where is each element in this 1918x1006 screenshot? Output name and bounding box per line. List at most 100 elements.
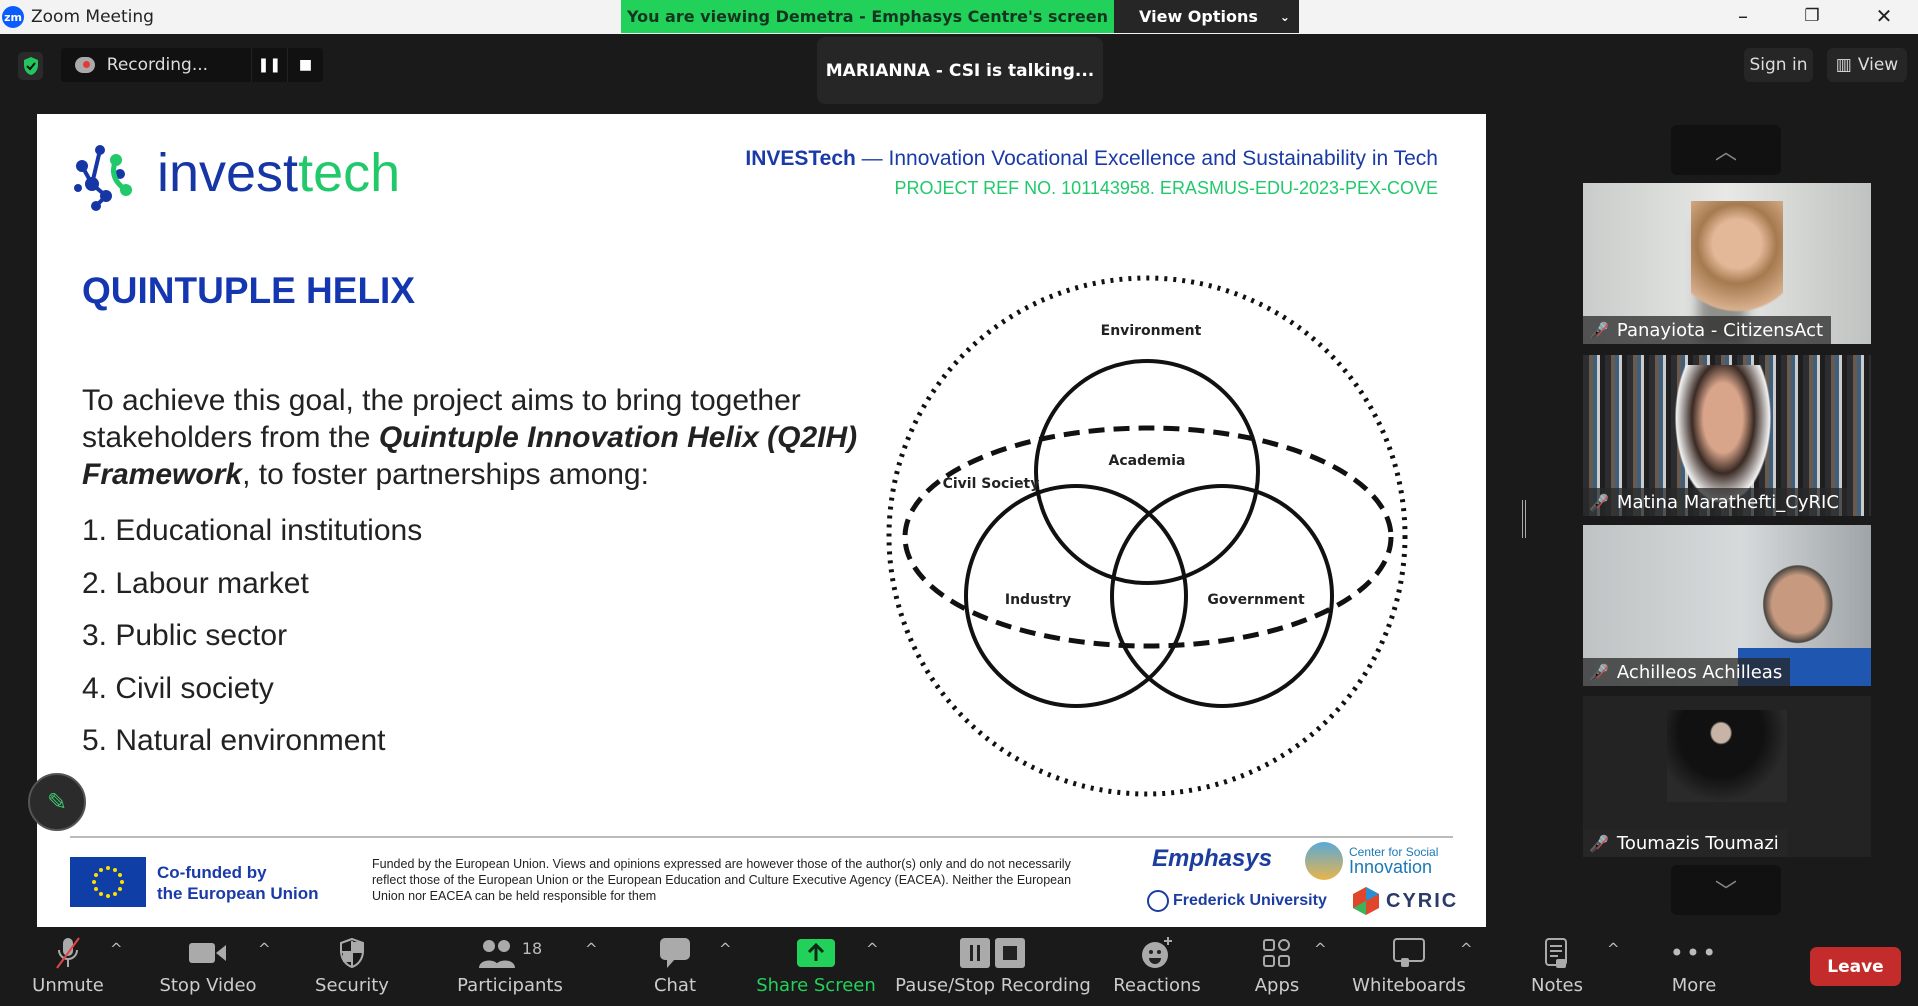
more-dots-icon: ••• bbox=[1669, 939, 1719, 967]
more-button[interactable]: ••• More bbox=[1619, 935, 1769, 996]
view-button[interactable]: ▥View bbox=[1827, 48, 1907, 82]
close-icon[interactable]: ✕ bbox=[1875, 4, 1893, 28]
apps-options-caret[interactable]: ^ bbox=[1314, 940, 1327, 958]
pencil-icon: ✎ bbox=[46, 788, 68, 816]
csi-line-2: Innovation bbox=[1349, 857, 1433, 877]
share-screen-label: Share Screen bbox=[756, 975, 876, 996]
label-civil-society: Civil Society bbox=[943, 476, 1040, 492]
government-circle bbox=[1110, 484, 1334, 708]
project-header: INVESTech — Innovation Vocational Excell… bbox=[745, 147, 1438, 171]
scroll-down-button[interactable]: ﹀ bbox=[1671, 865, 1781, 915]
list-item: 4. Civil society bbox=[82, 671, 274, 705]
notes-button[interactable]: Notes bbox=[1482, 935, 1632, 996]
unmute-button[interactable]: Unmute bbox=[0, 935, 143, 996]
chat-options-caret[interactable]: ^ bbox=[719, 940, 732, 958]
stop-recording-button[interactable]: ■ bbox=[286, 48, 323, 82]
mic-muted-icon: 🎤̸ bbox=[1589, 662, 1609, 682]
video-camera-icon bbox=[189, 935, 227, 971]
screen-share-banner: You are viewing Demetra - Emphasys Centr… bbox=[621, 0, 1114, 33]
pause-recording-button[interactable]: ❚❚ bbox=[250, 48, 287, 82]
share-options-caret[interactable]: ^ bbox=[866, 940, 879, 958]
reactions-label: Reactions bbox=[1113, 975, 1201, 996]
para-emphasis: Quintuple Innovation Helix (Q2IH) Framew… bbox=[82, 421, 858, 491]
restore-icon[interactable]: ❐ bbox=[1804, 6, 1820, 26]
audio-options-caret[interactable]: ^ bbox=[110, 940, 123, 958]
apps-button[interactable]: Apps bbox=[1202, 935, 1352, 996]
window-title: Zoom Meeting bbox=[31, 7, 154, 27]
share-screen-icon bbox=[797, 935, 835, 971]
notes-options-caret[interactable]: ^ bbox=[1607, 940, 1620, 958]
mic-muted-icon: 🎤̸ bbox=[1589, 833, 1609, 853]
project-fullname: — Innovation Vocational Excellence and S… bbox=[855, 147, 1438, 170]
academia-circle bbox=[1034, 359, 1260, 585]
reactions-emoji-icon bbox=[1140, 935, 1174, 971]
stakeholder-list: 1. Educational institutions 2. Labour ma… bbox=[82, 505, 872, 768]
zoom-logo-icon: zm bbox=[2, 6, 24, 28]
participant-name: Toumazis Toumazi bbox=[1616, 832, 1779, 854]
civil-society-ellipse bbox=[902, 425, 1394, 649]
recording-indicator: Recording... ❚❚ ■ bbox=[61, 48, 323, 82]
chat-label: Chat bbox=[653, 975, 697, 996]
participant-tile[interactable]: 🎤̸ Toumazis Toumazi bbox=[1583, 696, 1871, 857]
frederick-text: Frederick University bbox=[1173, 892, 1327, 909]
list-item: 5. Natural environment bbox=[82, 724, 386, 757]
chevron-up-icon: ︿ bbox=[1714, 140, 1737, 165]
chevron-down-icon: ⌄ bbox=[1279, 9, 1290, 24]
csi-line-1: Center for Social bbox=[1349, 845, 1439, 859]
notes-icon bbox=[1544, 935, 1570, 971]
environment-circle bbox=[886, 275, 1408, 797]
chat-bubble-icon bbox=[659, 935, 691, 971]
video-options-caret[interactable]: ^ bbox=[258, 940, 271, 958]
annotate-pencil-button[interactable]: ✎ bbox=[28, 773, 86, 831]
eu-disclaimer: Funded by the European Union. Views and … bbox=[372, 857, 1072, 903]
unmute-label: Unmute bbox=[32, 975, 104, 996]
logo-part-tech: tech bbox=[298, 143, 401, 203]
recording-label: Recording... bbox=[106, 55, 209, 75]
list-item: 3. Public sector bbox=[82, 619, 288, 652]
list-item: 1. Educational institutions bbox=[82, 514, 423, 547]
panel-resize-handle[interactable] bbox=[1522, 500, 1526, 538]
minimize-icon[interactable]: – bbox=[1738, 4, 1748, 28]
industry-circle bbox=[964, 484, 1188, 708]
share-screen-button[interactable]: Share Screen bbox=[741, 935, 891, 996]
label-government: Government bbox=[1207, 592, 1305, 608]
slide-title: QUINTUPLE HELIX bbox=[82, 270, 416, 311]
investech-logo-text: investtech bbox=[157, 142, 400, 204]
sign-in-button[interactable]: Sign in bbox=[1744, 48, 1813, 82]
participants-options-caret[interactable]: ^ bbox=[585, 940, 598, 958]
active-speaker-indicator: MARIANNA - CSI is talking... bbox=[817, 37, 1103, 104]
participants-label: Participants bbox=[457, 975, 563, 996]
participant-tile[interactable]: 🎤̸Matina Marathefti_CyRIC bbox=[1583, 355, 1871, 516]
mic-muted-icon bbox=[53, 935, 83, 971]
pause-stop-icon bbox=[960, 935, 1026, 971]
security-label: Security bbox=[315, 975, 389, 996]
whiteboards-label: Whiteboards bbox=[1352, 975, 1466, 996]
security-shield-icon[interactable] bbox=[18, 52, 43, 80]
reactions-button[interactable]: Reactions bbox=[1082, 935, 1232, 996]
cofunded-line-1: Co-funded by bbox=[157, 863, 267, 882]
leave-button[interactable]: Leave bbox=[1810, 947, 1901, 986]
security-button[interactable]: Security bbox=[277, 935, 427, 996]
para-text-2: , to foster partnerships among: bbox=[242, 458, 649, 491]
participant-tile[interactable]: 🎤̸Panayiota - CitizensAct bbox=[1583, 183, 1871, 344]
participant-tile[interactable]: 🎤̸Achilleos Achilleas bbox=[1583, 525, 1871, 686]
whiteboards-button[interactable]: Whiteboards bbox=[1334, 935, 1484, 996]
frederick-logo: Frederick University bbox=[1147, 890, 1327, 912]
view-options-button[interactable]: View Options⌄ bbox=[1114, 0, 1299, 33]
pause-stop-recording-button[interactable]: Pause/Stop Recording bbox=[893, 935, 1093, 996]
cyric-logo: CYRIC bbox=[1352, 886, 1458, 916]
mic-muted-icon: 🎤̸ bbox=[1589, 320, 1609, 340]
project-ref: PROJECT REF NO. 101143958. ERASMUS-EDU-2… bbox=[894, 178, 1438, 198]
cyric-emblem-icon bbox=[1353, 887, 1379, 915]
chat-button[interactable]: Chat bbox=[600, 935, 750, 996]
label-academia: Academia bbox=[1109, 453, 1186, 469]
more-label: More bbox=[1671, 975, 1717, 996]
apps-icon bbox=[1262, 935, 1292, 971]
quintuple-helix-diagram: Environment Academia Civil Society Indus… bbox=[886, 275, 1408, 797]
whiteboards-options-caret[interactable]: ^ bbox=[1460, 940, 1473, 958]
scroll-up-button[interactable]: ︿ bbox=[1671, 125, 1781, 175]
stop-video-button[interactable]: Stop Video bbox=[133, 935, 283, 996]
participant-name: Matina Marathefti_CyRIC bbox=[1616, 491, 1839, 513]
